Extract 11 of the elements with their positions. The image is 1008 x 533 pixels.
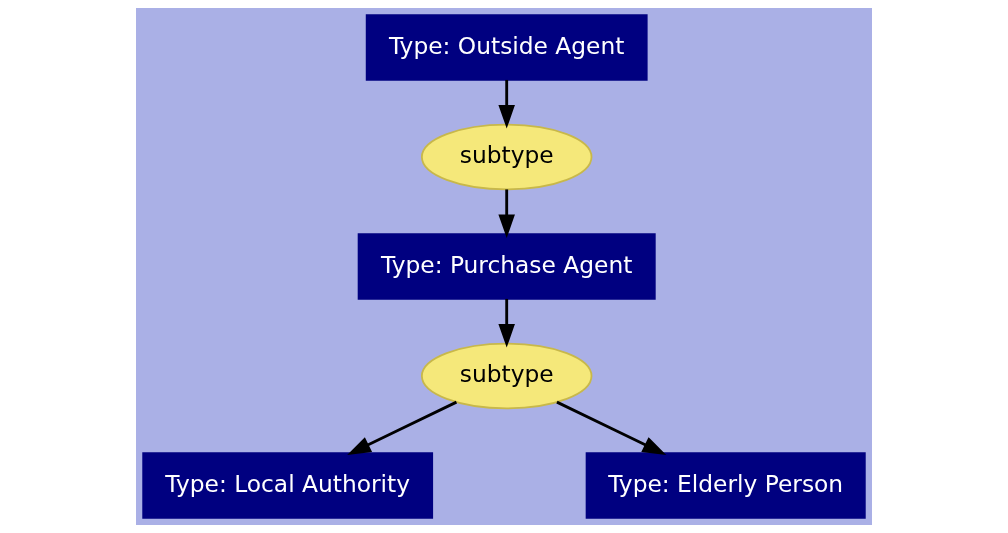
arrow xyxy=(347,400,458,455)
arrow xyxy=(556,400,667,455)
node-box: Type: Elderly Person xyxy=(585,452,866,519)
arrow xyxy=(498,189,515,239)
node-box: Type: Local Authority xyxy=(142,452,434,519)
arrow xyxy=(498,79,515,129)
node-box: Type: Outside Agent xyxy=(365,14,648,81)
arrow xyxy=(498,298,515,348)
node-box: Type: Purchase Agent xyxy=(357,233,656,300)
node-ellipse: subtype xyxy=(420,342,593,410)
node-ellipse: subtype xyxy=(420,123,593,191)
